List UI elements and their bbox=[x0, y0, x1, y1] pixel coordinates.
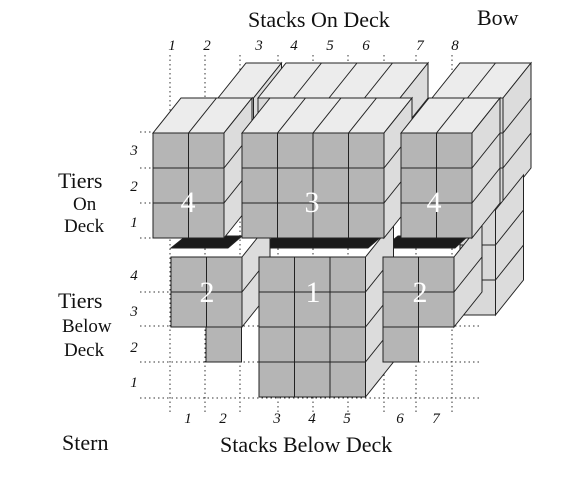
deck-bay-right bbox=[399, 96, 502, 240]
deck-bay-center-top-line bbox=[348, 97, 377, 134]
tiers-on-deck-label-line2: On bbox=[73, 194, 97, 215]
tiers-below-deck-label-line2: Below bbox=[62, 316, 112, 337]
bay-label-hold-center: 1 bbox=[306, 276, 321, 309]
rear-bay-right-side-line bbox=[502, 132, 532, 169]
stack-on-deck-number: 3 bbox=[254, 38, 263, 54]
tiers-below-deck-label-line1: Tiers bbox=[58, 288, 102, 313]
hold-bay-left-lower bbox=[205, 326, 242, 363]
tier-on-deck-number: 3 bbox=[129, 143, 138, 159]
bay-label-hold-right: 2 bbox=[413, 276, 428, 309]
on-deck-containers bbox=[151, 96, 502, 240]
tiers-on-deck-label-line1: Tiers bbox=[58, 168, 102, 193]
rear-bay-right-top-line bbox=[467, 62, 496, 99]
stack-on-deck-number: 7 bbox=[416, 38, 425, 54]
hold-bay-right-side-line bbox=[453, 256, 483, 293]
bay-label-hold-left: 2 bbox=[200, 276, 215, 309]
hold-bay-right-lower bbox=[382, 326, 419, 363]
deck-bay-left-top-line bbox=[188, 97, 217, 134]
bay-number-labels: 4 3 4 2 1 2 bbox=[181, 186, 442, 309]
rear-bay-right-side-line bbox=[502, 97, 532, 134]
stack-on-deck-number: 6 bbox=[362, 38, 370, 54]
deck-bay-right-side-line bbox=[471, 132, 501, 169]
hold-bay-right-lower-front bbox=[382, 326, 419, 363]
tier-on-deck-number: 1 bbox=[130, 215, 138, 231]
tier-below-deck-number: 2 bbox=[130, 340, 138, 356]
tier-below-deck-number: 3 bbox=[129, 304, 138, 320]
stacks-below-deck-numbers: 1 2 3 4 5 6 7 bbox=[184, 411, 441, 427]
stack-below-deck-number: 7 bbox=[432, 411, 441, 427]
deck-bay-right-side-line bbox=[471, 167, 501, 204]
stern-label: Stern bbox=[62, 430, 108, 455]
deck-bay-right-top-line bbox=[436, 97, 465, 134]
tiers-below-deck-label-line3: Deck bbox=[64, 340, 105, 361]
stack-on-deck-number: 1 bbox=[168, 38, 176, 54]
stack-below-deck-number: 6 bbox=[396, 411, 404, 427]
bow-label: Bow bbox=[477, 5, 519, 30]
tiers-on-deck-numbers: 3 2 1 bbox=[129, 143, 138, 231]
tier-below-deck-number: 4 bbox=[130, 268, 138, 284]
deck-bay-left bbox=[151, 96, 254, 240]
bay-label-deck-left: 4 bbox=[181, 186, 196, 219]
rear-bay-center-top-line bbox=[328, 62, 358, 99]
hold-bay-right bbox=[382, 220, 483, 329]
stack-on-deck-number: 4 bbox=[290, 38, 298, 54]
deck-bay-center-top-line bbox=[312, 97, 342, 134]
stack-below-deck-number: 3 bbox=[272, 411, 281, 427]
stack-below-deck-number: 1 bbox=[184, 411, 192, 427]
rear-bay-center-top-line bbox=[293, 62, 322, 99]
rear-bay-hold-side-line bbox=[495, 209, 524, 246]
deck-bay-center bbox=[240, 96, 414, 240]
stack-below-deck-number: 4 bbox=[308, 411, 316, 427]
tiers-below-deck-numbers: 4 3 2 1 bbox=[129, 268, 138, 391]
stacks-on-deck-title: Stacks On Deck bbox=[248, 7, 390, 32]
stack-below-deck-number: 2 bbox=[219, 411, 227, 427]
stacks-on-deck-numbers: 1 2 3 4 5 6 7 8 bbox=[168, 38, 459, 54]
tier-on-deck-number: 2 bbox=[130, 179, 138, 195]
hold-bay-left bbox=[170, 220, 271, 329]
stack-on-deck-number: 5 bbox=[326, 38, 334, 54]
tiers-on-deck-label-line3: Deck bbox=[64, 216, 105, 237]
rear-bay-center-top-line bbox=[364, 62, 393, 99]
tier-below-deck-number: 1 bbox=[130, 375, 138, 391]
stack-on-deck-number: 8 bbox=[451, 38, 459, 54]
bay-label-deck-center: 3 bbox=[305, 186, 320, 219]
stacks-below-deck-title: Stacks Below Deck bbox=[220, 432, 392, 457]
hold-bay-left-lower-front bbox=[205, 326, 242, 363]
stack-on-deck-number: 2 bbox=[203, 38, 211, 54]
below-deck-containers bbox=[170, 220, 483, 399]
bay-label-deck-right: 4 bbox=[427, 186, 442, 219]
rear-bay-hold-side-line bbox=[495, 244, 524, 281]
stack-below-deck-number: 5 bbox=[343, 411, 351, 427]
deck-bay-center-top-line bbox=[277, 97, 306, 134]
